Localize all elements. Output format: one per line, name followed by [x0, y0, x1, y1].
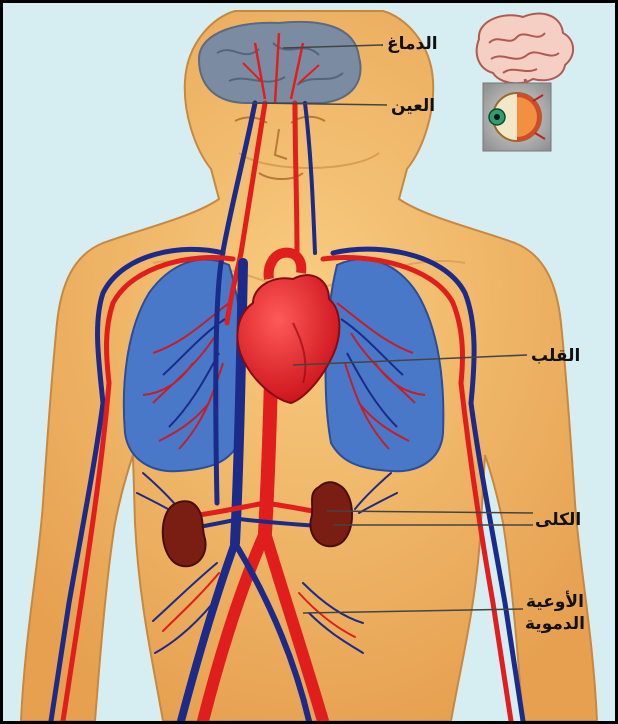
label-blood-vessels-line2: الدموية: [525, 613, 585, 635]
label-blood-vessels: الأوعية الدموية: [525, 591, 585, 635]
label-eye: العين: [391, 95, 435, 117]
circulatory-system-illustration: [3, 3, 615, 721]
brain: [199, 22, 361, 103]
label-brain: الدماغ: [387, 33, 438, 55]
brain-icon: [477, 14, 573, 94]
label-kidneys: الكلى: [535, 509, 581, 531]
eye-icon: [483, 83, 551, 151]
label-heart: القلب: [531, 345, 580, 367]
label-blood-vessels-line1: الأوعية: [525, 591, 585, 613]
